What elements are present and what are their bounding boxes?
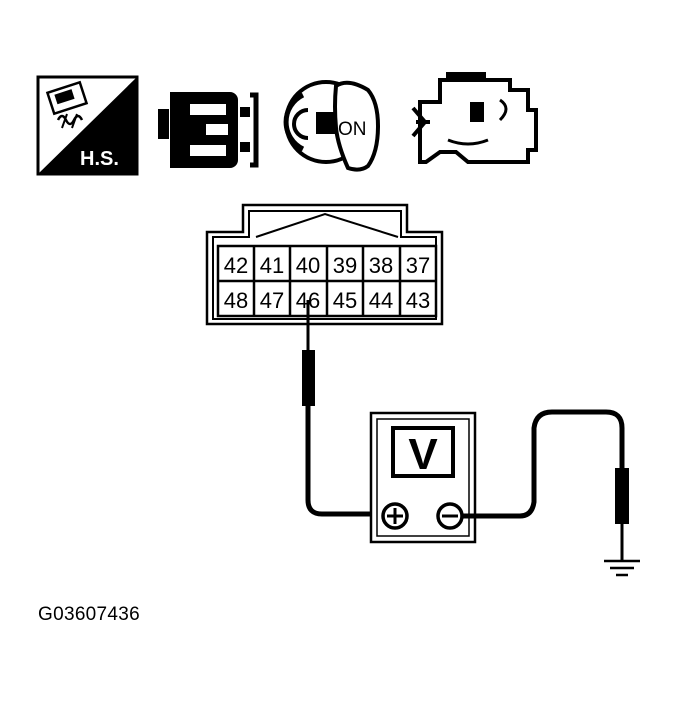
engine-icon bbox=[411, 72, 538, 164]
meter-display: V bbox=[408, 430, 438, 479]
voltmeter: V bbox=[369, 411, 477, 544]
connector-icon bbox=[158, 92, 259, 168]
ignition-key-icon: ON bbox=[283, 80, 381, 172]
pin-label: 47 bbox=[260, 288, 284, 313]
pin-label: 40 bbox=[296, 253, 320, 278]
pin-label: 39 bbox=[333, 253, 357, 278]
harness-connector: 42 41 40 39 38 37 48 47 46 45 44 43 bbox=[205, 203, 444, 326]
hand-tester-icon: H.S. bbox=[36, 75, 139, 176]
negative-probe-lead bbox=[462, 409, 629, 560]
positive-probe-lead bbox=[302, 300, 382, 517]
pin-label: 45 bbox=[333, 288, 357, 313]
hs-label: H.S. bbox=[80, 148, 119, 170]
ground-icon bbox=[604, 559, 640, 577]
figure-code: G03607436 bbox=[38, 604, 141, 625]
pin-label: 37 bbox=[406, 253, 430, 278]
pin-label: 42 bbox=[224, 253, 248, 278]
pin-label: 38 bbox=[369, 253, 393, 278]
pin-label: 44 bbox=[369, 288, 393, 313]
positive-terminal-icon bbox=[381, 502, 409, 530]
on-label: ON bbox=[338, 119, 367, 140]
pin-label: 43 bbox=[406, 288, 430, 313]
pin-label: 41 bbox=[260, 253, 284, 278]
negative-terminal-icon bbox=[436, 502, 464, 530]
pin-label: 48 bbox=[224, 288, 248, 313]
